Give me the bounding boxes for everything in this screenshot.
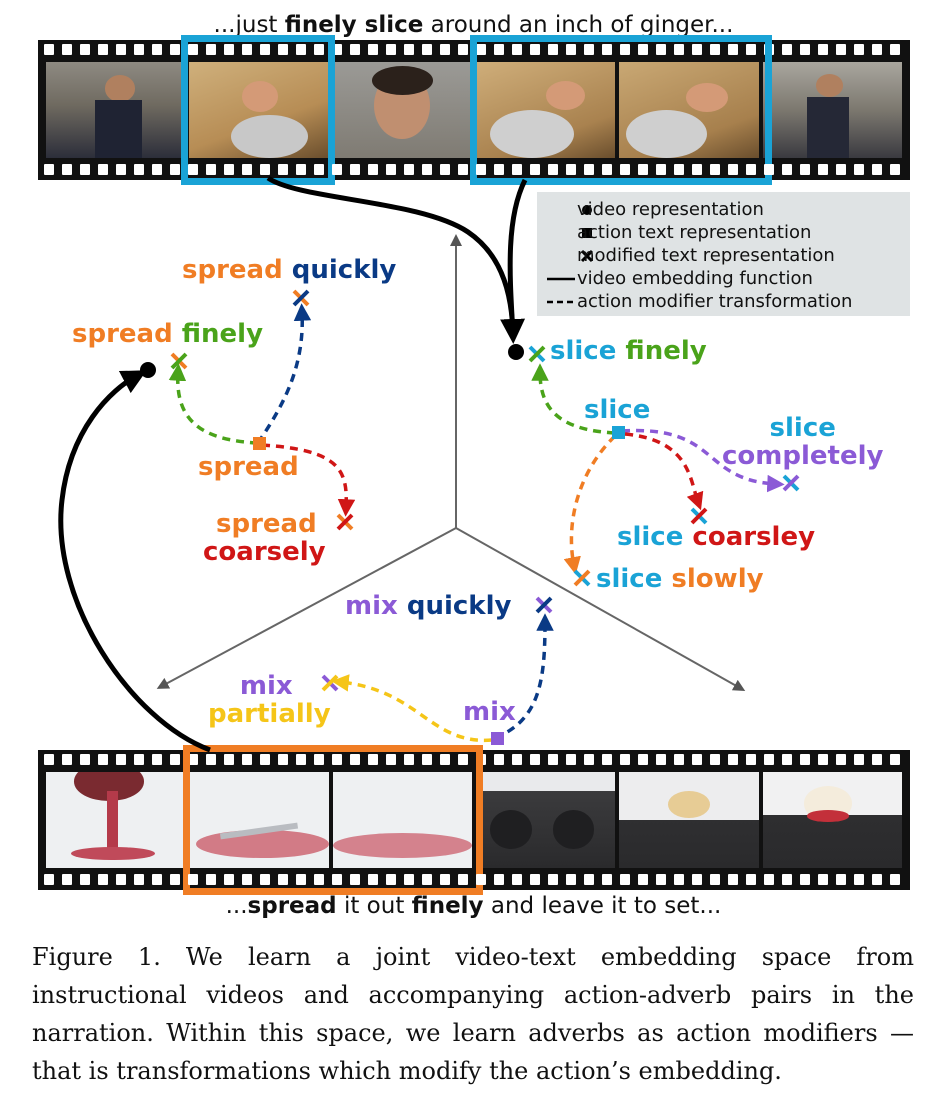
cross-icon [580, 249, 594, 263]
bottom-narration-mid: it out [336, 893, 412, 919]
circle-icon [582, 205, 592, 215]
label-slice-slowly: slice slowly [596, 564, 764, 594]
action-square-spread [253, 437, 266, 450]
arrow-slice-slowly [563, 434, 617, 575]
arrow-slice-coarsley [624, 432, 704, 511]
axes [156, 234, 746, 691]
arrow-mix-quickly [494, 613, 554, 740]
bottom-narration: ...spread it out finely and leave it to … [0, 893, 947, 919]
cross-spread-quickly [292, 289, 310, 307]
label-slice: slice [584, 395, 651, 425]
legend-label: video representation [577, 199, 764, 220]
legend-label: video embedding function [577, 268, 813, 289]
arrow-spread-coarsely [261, 443, 356, 517]
axis-left [156, 527, 457, 689]
video-frame-spreading [189, 772, 329, 868]
video-frame-mold [475, 772, 616, 868]
video-frame-chef-closeup [332, 62, 472, 158]
video-frame-slicing-3 [619, 62, 759, 158]
cross-mix-partially [321, 674, 339, 692]
solid-arrow-icon [547, 277, 575, 281]
label-spread-quickly: spread quickly [182, 255, 397, 285]
bottom-narration-bold-2: finely [411, 893, 484, 919]
square-icon [582, 228, 592, 238]
video-frame-slicing [189, 62, 329, 158]
legend-item-solid-arrow: video embedding function [547, 267, 910, 290]
legend-item-dashed-arrow: action modifier transformation [547, 290, 910, 313]
video-frame-cake [619, 772, 759, 868]
arrow-top-right-to-slice [507, 178, 528, 335]
cross-mix-quickly [535, 596, 553, 614]
cross-slice-slowly [573, 569, 591, 587]
video-frame-chef-kitchen [762, 62, 902, 158]
video-frame-pouring [46, 772, 186, 868]
label-slice-coarsley: slice coarsley [617, 522, 816, 552]
arrow-bottom-to-spread [58, 370, 211, 753]
label-spread-finely: spread finely [72, 319, 264, 349]
filmstrip-sprockets-bottom [44, 164, 904, 176]
legend-label: action modifier transformation [577, 291, 853, 312]
arrow-slice-finely [531, 363, 616, 435]
video-embedding-arrows [58, 175, 528, 753]
video-frame-dessert [762, 772, 902, 868]
video-frame-chef [46, 62, 186, 158]
cross-spread-finely [170, 352, 188, 370]
label-mix: mix [463, 697, 516, 727]
legend-item-modified: modified text representation [573, 244, 910, 267]
bottom-narration-bold-1: spread [247, 893, 337, 919]
bottom-video-frames [46, 772, 902, 868]
cross-slice-coarsley [690, 507, 708, 525]
cross-spread-coarsely [336, 513, 354, 531]
action-square-mix [491, 732, 504, 745]
label-spread: spread [198, 452, 299, 482]
label-slice-finely: slice finely [550, 336, 707, 366]
top-video-frames [46, 62, 902, 158]
cross-slice-finely [528, 345, 546, 363]
top-narration-post: around an inch of ginger... [423, 12, 734, 38]
arrow-mix-partially [331, 674, 493, 742]
filmstrip-sprockets-top [44, 44, 904, 56]
arrow-slice-completely [621, 428, 785, 493]
arrow-spread-quickly [256, 303, 312, 444]
bottom-narration-pre: ... [225, 893, 248, 919]
legend-item-action: action text representation [573, 221, 910, 244]
legend: video representation action text represe… [537, 192, 910, 316]
axis-right [455, 527, 746, 691]
bottom-highlight-box [183, 745, 483, 895]
bottom-narration-post: and leave it to set... [483, 893, 722, 919]
filmstrip-sprockets-top [44, 754, 904, 766]
modifier-arrows [168, 303, 785, 742]
top-narration-pre: ...just [213, 12, 285, 38]
action-square-slice [612, 426, 625, 439]
video-frame-spread-layer [332, 772, 472, 868]
filmstrip-sprockets-bottom [44, 874, 904, 886]
video-point-spread [140, 362, 156, 378]
video-point-slice [508, 344, 524, 360]
bottom-filmstrip [38, 745, 910, 895]
legend-label: action text representation [577, 222, 812, 243]
top-highlight-box-2 [470, 35, 772, 185]
arrow-spread-finely [168, 363, 259, 445]
top-highlight-box-1 [181, 35, 335, 185]
top-narration-bold: finely slice [284, 12, 424, 38]
label-mix-quickly: mix quickly [345, 591, 512, 621]
legend-label: modified text representation [577, 245, 835, 266]
figure-caption: Figure 1. We learn a joint video-text em… [32, 943, 914, 1085]
modified-crosses [170, 289, 800, 692]
video-frame-slicing-2 [475, 62, 616, 158]
legend-item-video: video representation [573, 198, 910, 221]
top-filmstrip [38, 35, 910, 185]
top-narration: ...just finely slice around an inch of g… [0, 12, 947, 38]
cross-slice-completely [782, 474, 800, 492]
